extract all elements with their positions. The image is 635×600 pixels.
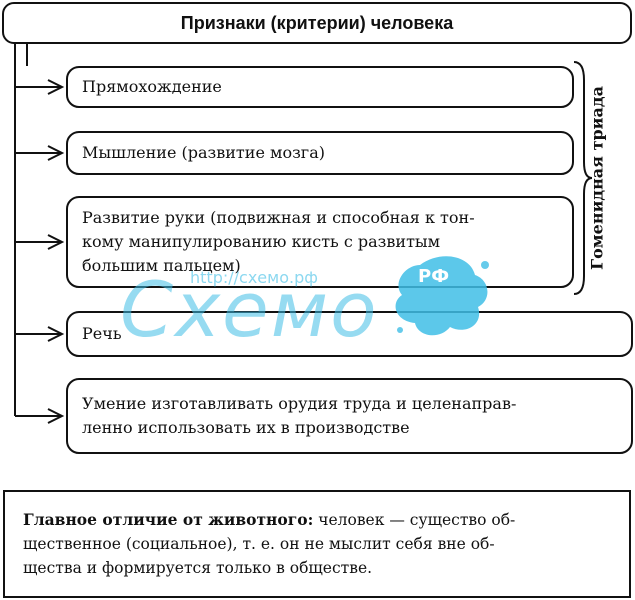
criterion-item-thinking: Мышление (развитие мозга) (66, 131, 574, 175)
criterion-label: Умение изготавливать орудия труда и целе… (82, 394, 517, 437)
note-text: человек — существо об- щественное (социа… (23, 511, 516, 577)
criterion-item-tools: Умение изготавливать орудия труда и целе… (66, 378, 633, 454)
criterion-label: Прямохождение (82, 77, 222, 96)
main-difference-note: Главное отличие от животного: человек — … (3, 490, 631, 598)
criterion-item-speech: Речь (66, 311, 633, 357)
diagram-title: Признаки (критерии) человека (2, 2, 632, 44)
note-heading: Главное отличие от животного: (23, 510, 314, 529)
criterion-label: Речь (82, 324, 122, 343)
criterion-item-hand: Развитие руки (подвижная и способная к т… (66, 196, 574, 288)
criterion-item-upright-walking: Прямохождение (66, 66, 574, 108)
criterion-label: Мышление (развитие мозга) (82, 143, 325, 162)
criterion-label: Развитие руки (подвижная и способная к т… (82, 208, 475, 275)
triad-bracket-label: Гоменидная триада (587, 86, 607, 270)
